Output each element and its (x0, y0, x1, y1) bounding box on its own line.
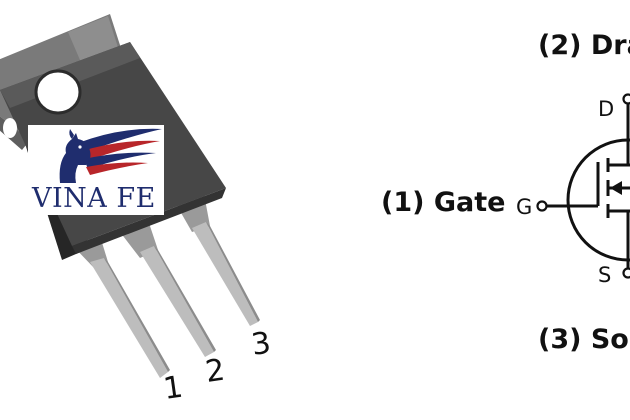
drain-terminal-dot (622, 93, 630, 105)
pin-number-1: 1 (161, 370, 185, 407)
terminal-s: S (598, 263, 611, 287)
gate-label: (1) Gate (381, 187, 505, 218)
body-bottom-bevel (72, 188, 226, 254)
pin-number-3: 3 (249, 326, 273, 363)
terminal-d: D (598, 97, 614, 121)
source-label: (3) So (538, 324, 629, 355)
body-arrow (610, 181, 622, 195)
terminal-g: G (516, 195, 532, 219)
gate-terminal-dot (536, 200, 548, 212)
logo-text: VINA FE (32, 183, 156, 214)
horse-emblem-icon (59, 128, 162, 183)
mounting-hole (36, 71, 80, 113)
source-terminal-dot (622, 267, 630, 279)
drain-label: (2) Dra (538, 30, 630, 61)
pin-number-2: 2 (203, 353, 227, 390)
side-notch (3, 118, 17, 138)
vina-logo: VINA FE (28, 125, 164, 215)
mosfet-symbol (546, 102, 630, 270)
